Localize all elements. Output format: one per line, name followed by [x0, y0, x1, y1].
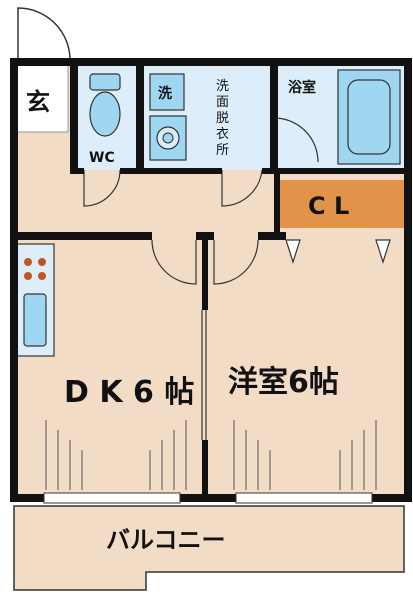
- stove-icon: [24, 258, 46, 280]
- washing-machine-icon: 洗: [149, 73, 185, 111]
- sink-icon: [149, 115, 187, 161]
- closet: [278, 180, 406, 228]
- bath-label: 浴室: [288, 79, 316, 96]
- washroom-label: 洗 面 脱 衣 所: [216, 79, 229, 158]
- walls: [10, 58, 412, 502]
- bathtub-icon: [337, 69, 401, 165]
- genkan-label: 玄: [26, 88, 50, 116]
- washer-label: 洗: [158, 85, 172, 102]
- washroom-door-swing: [221, 169, 263, 207]
- kitchen-sink-icon: [23, 293, 47, 347]
- closet-doors: [285, 239, 391, 264]
- toilet-icon: [89, 73, 121, 137]
- svg-text:衣: 衣: [216, 126, 229, 142]
- western-room-label: 洋室6帖: [228, 365, 339, 400]
- wc-door-swing: [83, 169, 121, 207]
- kitchen-counter: [15, 243, 55, 357]
- svg-text:面: 面: [216, 95, 229, 110]
- balcony-label: バルコニー: [106, 526, 226, 554]
- balcony: [13, 505, 405, 591]
- wc-label: WC: [89, 150, 115, 166]
- svg-text:洗: 洗: [216, 79, 229, 94]
- closet-label: C L: [308, 192, 349, 220]
- floor-texture: [45, 420, 377, 490]
- western-door-swing: [213, 239, 259, 285]
- bath-door-swing: [275, 117, 319, 163]
- svg-text:所: 所: [216, 143, 229, 158]
- dk-label: D K 6 帖: [64, 375, 194, 410]
- svg-text:脱: 脱: [216, 111, 229, 126]
- genkan-area: [13, 61, 69, 133]
- western-room-floor: [206, 236, 406, 498]
- balcony-windows: [43, 492, 373, 504]
- sliding-door: [201, 310, 207, 440]
- dk-door-swing: [151, 239, 197, 285]
- entrance-door: [17, 7, 71, 61]
